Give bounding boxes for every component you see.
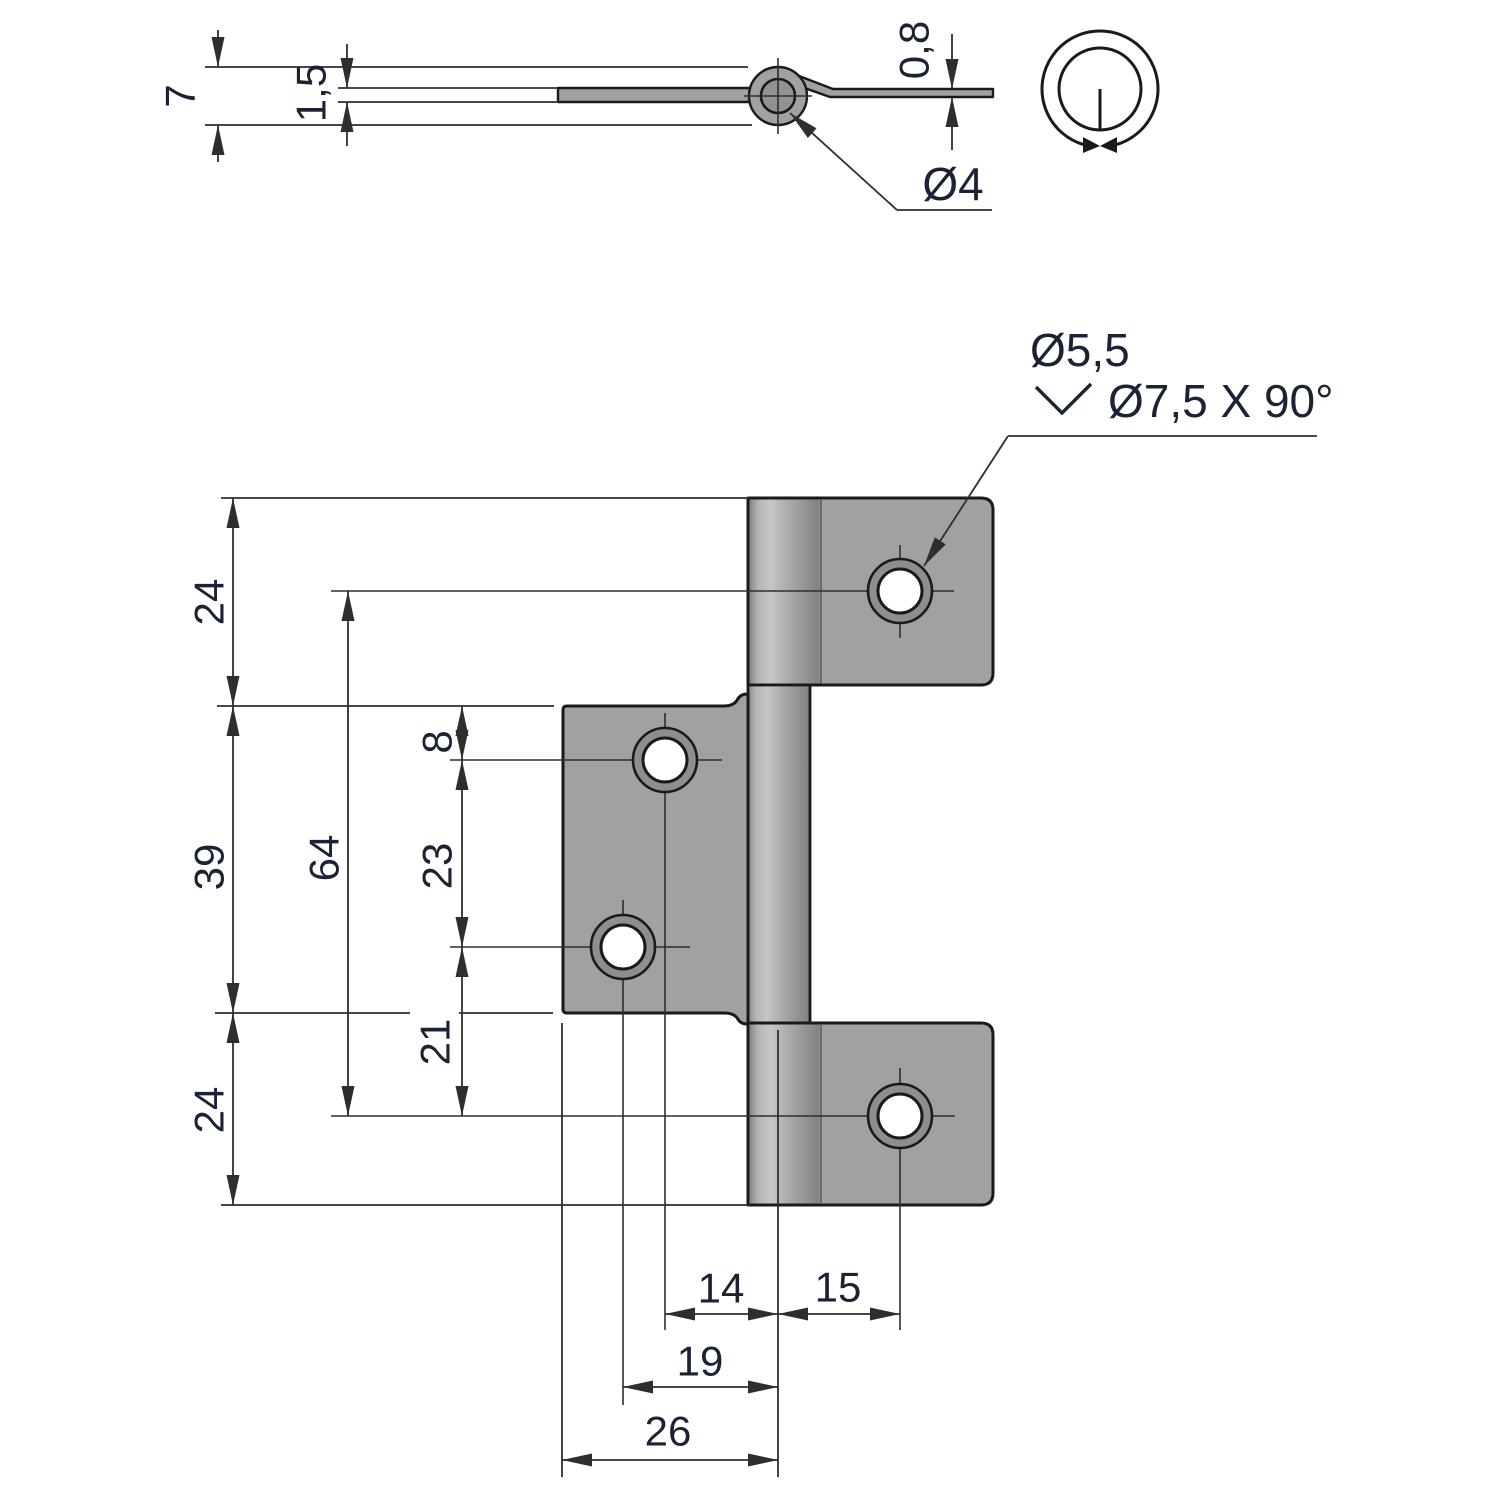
- mounting-hole-bottom-right: [866, 1082, 934, 1150]
- pin-diameter-label: Ø4: [922, 158, 983, 210]
- dim-knuckle-height: 7: [157, 30, 752, 162]
- left-leaf-thickness-label: 1,5: [288, 64, 335, 122]
- offset-bottom-label: 21: [412, 1019, 459, 1066]
- front-view: 24 39 24 64 8 23: [186, 324, 1334, 1477]
- extension-lines: [215, 497, 955, 1477]
- mounting-hole-top-right: [866, 557, 934, 625]
- right-leaf-thickness-label: 0,8: [891, 21, 938, 79]
- knuckle-height-label: 7: [157, 84, 204, 107]
- rotation-arrowhead-left: [1083, 137, 1100, 153]
- right-leaf-section: [777, 69, 995, 99]
- callout-countersink-label: Ø7,5 X 90°: [1108, 375, 1334, 427]
- mounting-hole-middle-lower: [589, 913, 657, 981]
- dim-horizontal-bottom: 14 15 19 26: [562, 1264, 900, 1467]
- mounting-hole-middle-upper: [631, 726, 699, 794]
- callout-drill-label: Ø5,5: [1030, 324, 1130, 376]
- chain-middle-label: 39: [186, 844, 233, 891]
- offset-top-label: 8: [414, 730, 461, 753]
- dim-hole-offsets: 8 23 21: [412, 706, 469, 1116]
- rotation-arrow-arc: [1040, 29, 1160, 147]
- rotation-arrowhead-right: [1100, 137, 1117, 153]
- callout-pin-diameter: Ø4: [789, 112, 992, 211]
- hinge-barrel: [746, 683, 812, 1025]
- side-view: 7 1,5 0,8 Ø4: [157, 21, 995, 211]
- dim-26-label: 26: [645, 1408, 692, 1455]
- side-view-part: [556, 58, 995, 134]
- dim-14-label: 14: [698, 1265, 745, 1312]
- countersink-icon: [1034, 382, 1093, 416]
- chain-top-label: 24: [186, 579, 233, 626]
- dim-right-leaf-thickness: 0,8: [891, 21, 959, 150]
- dim-vertical-chain: 24 39 24: [186, 498, 240, 1205]
- dim-19-label: 19: [677, 1338, 724, 1385]
- dim-hole-span: 64: [301, 591, 355, 1116]
- dim-15-label: 15: [815, 1264, 862, 1311]
- hole-span-label: 64: [301, 835, 348, 882]
- dim-left-leaf-thickness: 1,5: [288, 44, 558, 146]
- chain-bottom-label: 24: [186, 1087, 233, 1134]
- offset-middle-label: 23: [414, 843, 461, 890]
- pin-rotation-detail: [1040, 29, 1160, 153]
- left-leaf-section: [556, 86, 757, 104]
- callout-countersunk-hole: Ø5,5 Ø7,5 X 90°: [923, 324, 1334, 567]
